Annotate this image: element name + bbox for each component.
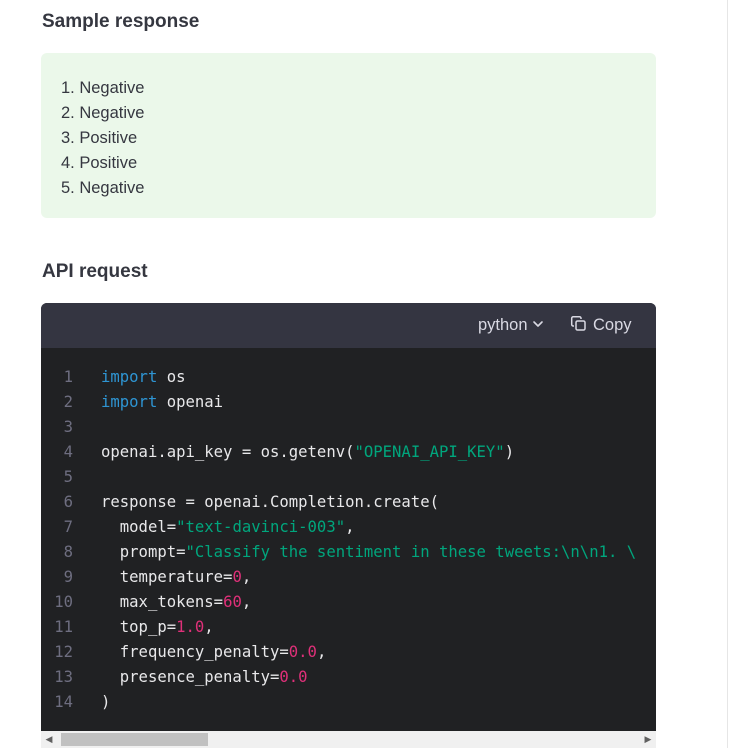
code-token: openai.api_key = os.getenv( <box>101 443 355 461</box>
code-line: 2 import openai <box>41 390 656 415</box>
code-token: 0.0 <box>288 643 317 661</box>
code-line: 9 temperature=0, <box>41 565 656 590</box>
code-token: 0.0 <box>279 668 308 686</box>
code-text: import os <box>101 365 186 390</box>
code-text: prompt="Classify the sentiment in these … <box>101 540 636 565</box>
line-number: 11 <box>54 618 73 636</box>
code-token: "Classify the sentiment in these tweets:… <box>185 543 637 561</box>
line-number: 10 <box>54 593 73 611</box>
code-token: 0 <box>232 568 242 586</box>
code-token: presence_penalty= <box>101 668 280 686</box>
api-request-title: API request <box>42 261 148 282</box>
scroll-right-arrow-icon[interactable]: ▶ <box>644 734 652 744</box>
code-header: python Copy <box>41 303 656 348</box>
code-token: , <box>241 593 252 611</box>
code-line: 6 response = openai.Completion.create( <box>41 490 656 515</box>
scrollbar-thumb[interactable] <box>61 733 208 746</box>
code-editor[interactable]: 1 import os 2 import openai 3 4 openai.api_key… <box>41 365 656 715</box>
code-line: 11 top_p=1.0, <box>41 615 656 640</box>
code-token: , <box>316 643 327 661</box>
code-text: response = openai.Completion.create( <box>101 490 439 515</box>
list-item: 1. Negative <box>61 79 145 97</box>
copy-icon <box>570 315 587 337</box>
code-token: prompt= <box>101 543 186 561</box>
code-text: frequency_penalty=0.0, <box>101 640 327 665</box>
code-text: openai.api_key = os.getenv("OPENAI_API_K… <box>101 440 514 465</box>
code-text: ) <box>101 690 110 715</box>
language-select[interactable]: python <box>478 303 544 348</box>
chevron-down-icon <box>532 316 544 335</box>
code-token: "OPENAI_API_KEY" <box>354 443 505 461</box>
code-token: , <box>204 618 214 636</box>
page-right-border <box>727 0 728 748</box>
code-token: ) <box>101 693 111 711</box>
code-text: presence_penalty=0.0 <box>101 665 308 690</box>
code-token: max_tokens= <box>101 593 224 611</box>
code-text: max_tokens=60, <box>101 590 251 615</box>
list-item: 5. Negative <box>61 179 145 197</box>
line-number: 6 <box>63 493 73 511</box>
code-token: , <box>241 568 252 586</box>
code-line: 4 openai.api_key = os.getenv("OPENAI_API_… <box>41 440 656 465</box>
code-line: 1 import os <box>41 365 656 390</box>
code-line: 5 <box>41 465 656 490</box>
code-line: 7 model="text-davinci-003", <box>41 515 656 540</box>
code-token: import <box>101 393 158 411</box>
code-token: temperature= <box>101 568 233 586</box>
line-number: 2 <box>63 393 73 411</box>
sample-response-box: 1. Negative 2. Negative 3. Positive 4. P… <box>41 53 656 218</box>
line-number: 9 <box>63 568 73 586</box>
line-number: 12 <box>54 643 73 661</box>
horizontal-scrollbar[interactable]: ◀ ▶ <box>41 731 656 748</box>
code-token: frequency_penalty= <box>101 643 289 661</box>
code-line: 13 presence_penalty=0.0 <box>41 665 656 690</box>
code-token: model= <box>101 518 177 536</box>
line-number: 13 <box>54 668 73 686</box>
line-number: 5 <box>63 468 73 486</box>
list-item: 2. Negative <box>61 104 145 122</box>
code-token: 60 <box>223 593 242 611</box>
code-token: top_p= <box>101 618 177 636</box>
code-token: 1.0 <box>176 618 205 636</box>
code-token: response = openai.Completion.create( <box>101 493 439 511</box>
code-token: import <box>101 368 158 386</box>
code-panel: python Copy 1 import os 2 import openai 3 4 op… <box>41 303 656 748</box>
line-number: 4 <box>63 443 73 461</box>
line-number: 14 <box>54 693 73 711</box>
code-token: , <box>345 518 355 536</box>
scroll-left-arrow-icon[interactable]: ◀ <box>45 734 53 744</box>
language-label: python <box>478 316 528 334</box>
code-line: 3 <box>41 415 656 440</box>
code-token: ) <box>504 443 515 461</box>
code-text: temperature=0, <box>101 565 251 590</box>
code-text: import openai <box>101 390 223 415</box>
code-token: os <box>157 368 186 386</box>
line-number: 8 <box>63 543 73 561</box>
list-item: 3. Positive <box>61 129 138 147</box>
code-line: 10 max_tokens=60, <box>41 590 656 615</box>
copy-label: Copy <box>593 316 632 334</box>
code-line: 8 prompt="Classify the sentiment in thes… <box>41 540 656 565</box>
line-number: 3 <box>63 418 73 436</box>
sample-response-title: Sample response <box>42 11 200 32</box>
code-line: 14) <box>41 690 656 715</box>
copy-button[interactable]: Copy <box>570 303 632 348</box>
line-number: 7 <box>63 518 73 536</box>
code-text: model="text-davinci-003", <box>101 515 355 540</box>
code-text: top_p=1.0, <box>101 615 214 640</box>
line-number: 1 <box>63 368 73 386</box>
code-token: "text-davinci-003" <box>176 518 346 536</box>
list-item: 4. Positive <box>61 154 138 172</box>
code-token: openai <box>157 393 224 411</box>
code-line: 12 frequency_penalty=0.0, <box>41 640 656 665</box>
sentiment-list: 1. Negative 2. Negative 3. Positive 4. P… <box>61 76 144 201</box>
